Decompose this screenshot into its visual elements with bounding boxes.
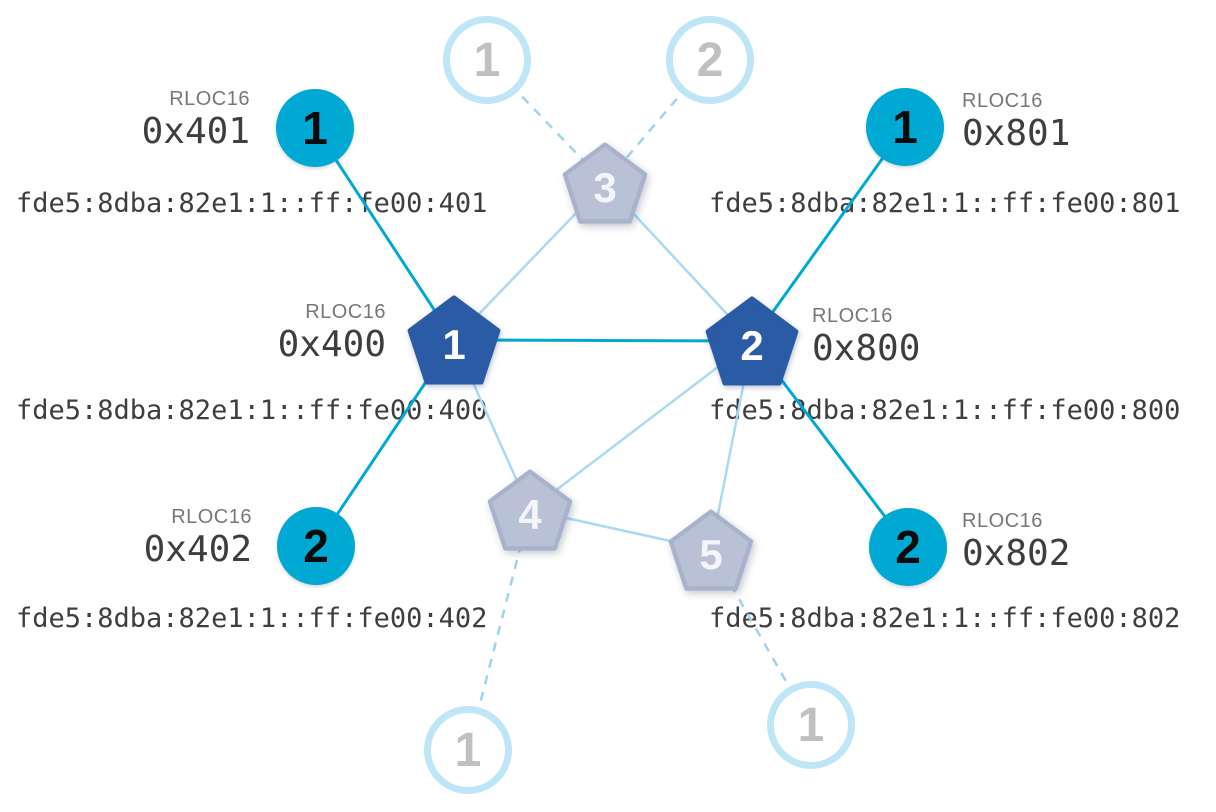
node-number: 4 — [518, 491, 542, 538]
faded-child-node-1[interactable]: 1 — [767, 681, 855, 769]
pentagon-router-icon — [668, 509, 754, 591]
rloc16-value: 0x402 — [143, 529, 252, 570]
router-node-0x800[interactable]: 2 — [705, 296, 799, 386]
rloc16-title: RLOC16 — [171, 506, 252, 528]
pentagon-router-icon — [562, 142, 648, 224]
node-number: 5 — [699, 531, 723, 578]
node-number: 1 — [454, 723, 482, 777]
link-router-0x800-router-4 — [529, 340, 753, 511]
pentagon-router-icon — [705, 296, 799, 386]
child-node-0x401[interactable]: 1 — [276, 89, 354, 167]
rloc16-value: 0x800 — [812, 328, 921, 369]
rloc16-title: RLOC16 — [962, 510, 1043, 532]
router-node-0x400[interactable]: 1 — [407, 295, 501, 385]
link-child-0x401-router-0x400 — [313, 127, 456, 341]
rloc16-value: 0x401 — [141, 111, 250, 152]
rloc16-value: 0x400 — [277, 324, 386, 365]
rloc16-title: RLOC16 — [305, 301, 386, 323]
rloc16-title: RLOC16 — [169, 88, 250, 110]
node-number: 2 — [740, 322, 764, 369]
faded-router-node-5[interactable]: 5 — [668, 509, 754, 591]
rloc16-value: 0x802 — [962, 533, 1071, 574]
faded-router-node-3[interactable]: 3 — [562, 142, 648, 224]
node-number: 1 — [442, 321, 466, 368]
rloc16-title: RLOC16 — [812, 305, 893, 327]
node-number: 1 — [302, 102, 328, 154]
pentagon-router-icon — [407, 295, 501, 385]
faded-router-node-4[interactable]: 4 — [487, 469, 573, 551]
pentagon-router-icon — [487, 469, 573, 551]
link-child-0x801-router-0x800 — [750, 126, 907, 342]
child-node-0x801[interactable]: 1 — [866, 88, 944, 166]
node-number: 3 — [593, 164, 617, 211]
child-node-0x402[interactable]: 2 — [277, 507, 355, 585]
node-number: 2 — [895, 521, 921, 573]
node-number: 1 — [892, 101, 918, 153]
node-number: 1 — [473, 33, 501, 87]
ipv6-address: fde5:8dba:82e1:1::ff:fe00:801 — [709, 188, 1181, 219]
ipv6-address: fde5:8dba:82e1:1::ff:fe00:400 — [16, 395, 488, 426]
node-number: 2 — [303, 520, 329, 572]
ipv6-address: fde5:8dba:82e1:1::ff:fe00:402 — [16, 603, 488, 634]
faded-child-node-1[interactable]: 1 — [443, 16, 531, 104]
node-number: 1 — [797, 698, 825, 752]
rloc16-value: 0x801 — [962, 113, 1071, 154]
rloc16-title: RLOC16 — [962, 90, 1043, 112]
child-node-0x802[interactable]: 2 — [869, 508, 947, 586]
ipv6-address: fde5:8dba:82e1:1::ff:fe00:800 — [709, 395, 1181, 426]
faded-child-node-1[interactable]: 1 — [424, 706, 512, 794]
link-router-0x400-router-0x800 — [453, 338, 753, 343]
ipv6-address: fde5:8dba:82e1:1::ff:fe00:401 — [16, 188, 488, 219]
node-number: 2 — [696, 33, 724, 87]
faded-child-node-2[interactable]: 2 — [666, 16, 754, 104]
ipv6-address: fde5:8dba:82e1:1::ff:fe00:802 — [709, 603, 1181, 634]
